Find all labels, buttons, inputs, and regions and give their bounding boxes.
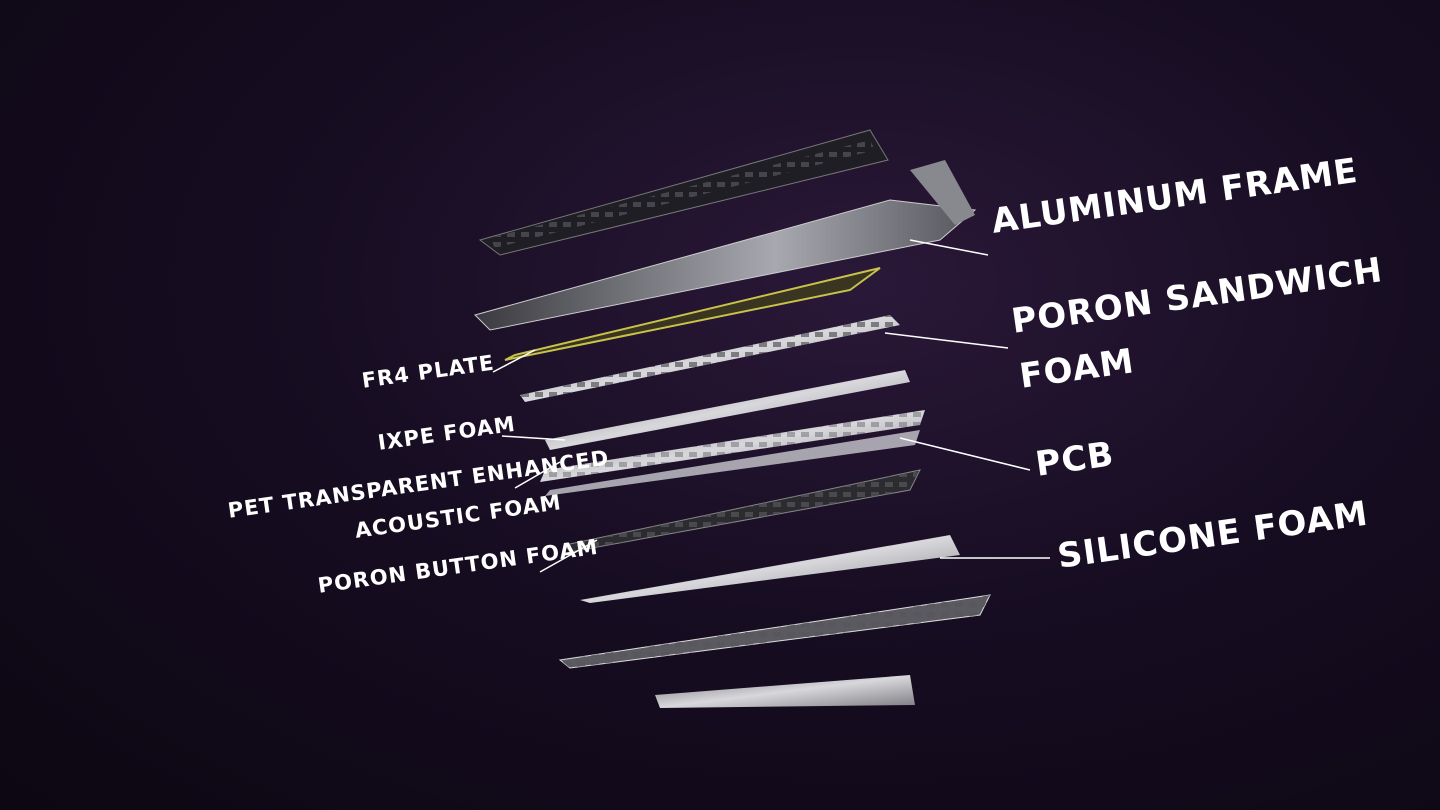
keycaps-layer	[478, 129, 889, 256]
silicone-foam-layer	[580, 535, 960, 603]
poron-sandwich-foam-layer	[520, 315, 900, 402]
poron-button-foam-layer	[564, 469, 921, 553]
leader-lines	[492, 239, 1050, 573]
ixpe-foam-layer	[545, 370, 910, 450]
pet-foam-layer	[545, 430, 920, 496]
bottom-case-layer	[558, 594, 991, 669]
fr4-plate-layer	[504, 267, 881, 361]
pcb-layer	[540, 410, 925, 482]
aluminum-frame-layer	[474, 160, 977, 331]
bottom-foam-layer	[655, 675, 915, 708]
